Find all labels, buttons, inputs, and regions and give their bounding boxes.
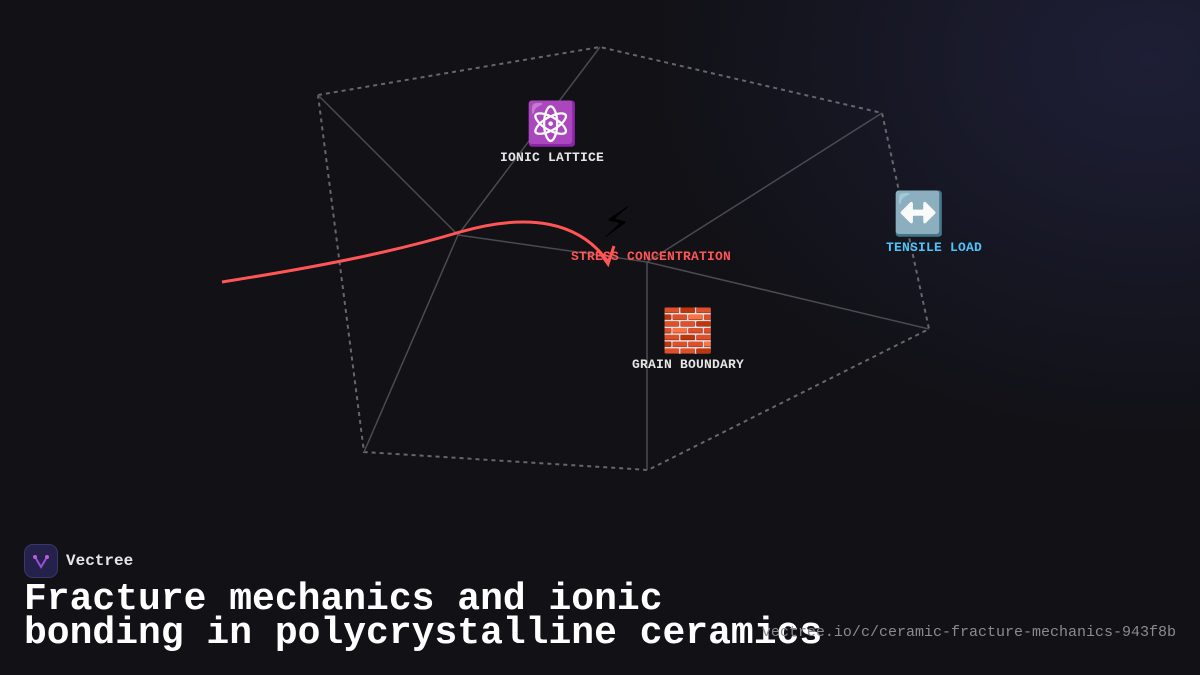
node-label: STRESS CONCENTRATION: [570, 249, 732, 264]
page-title: Fracture mechanics and ionic bonding in …: [24, 581, 822, 653]
edge: [457, 234, 648, 263]
node-ionic-lattice[interactable]: ⚛️ IONIC LATTICE: [500, 100, 604, 166]
edge: [317, 94, 459, 236]
lightning-icon: ⚡: [602, 198, 632, 247]
node-tensile-load[interactable]: ↔️ TENSILE LOAD: [886, 190, 982, 256]
edge: [457, 46, 601, 236]
edge: [646, 112, 883, 263]
title-line: bonding in polycrystalline ceramics: [24, 612, 823, 655]
brick-icon: 🧱: [661, 306, 715, 355]
edge: [646, 261, 930, 330]
page-url[interactable]: vectree.io/c/ceramic-fracture-mechanics-…: [761, 624, 1176, 641]
node-stress-concentration[interactable]: ⚡ STRESS CONCENTRATION: [571, 199, 731, 265]
vectree-logo-icon: [24, 544, 58, 578]
atom-icon: ⚛️: [525, 99, 579, 148]
title-line: Fracture mechanics and ionic: [24, 578, 663, 621]
left-right-arrow-icon: ↔️: [892, 189, 946, 238]
node-label: TENSILE LOAD: [885, 240, 983, 255]
node-label: GRAIN BOUNDARY: [631, 357, 745, 372]
node-grain-boundary[interactable]: 🧱 GRAIN BOUNDARY: [632, 307, 744, 373]
node-label: IONIC LATTICE: [499, 150, 605, 165]
crack-path: [221, 220, 610, 284]
brand-name: Vectree: [66, 552, 134, 570]
brand: Vectree: [24, 544, 133, 578]
edge: [363, 234, 459, 453]
crack-arrowhead: [596, 245, 616, 268]
